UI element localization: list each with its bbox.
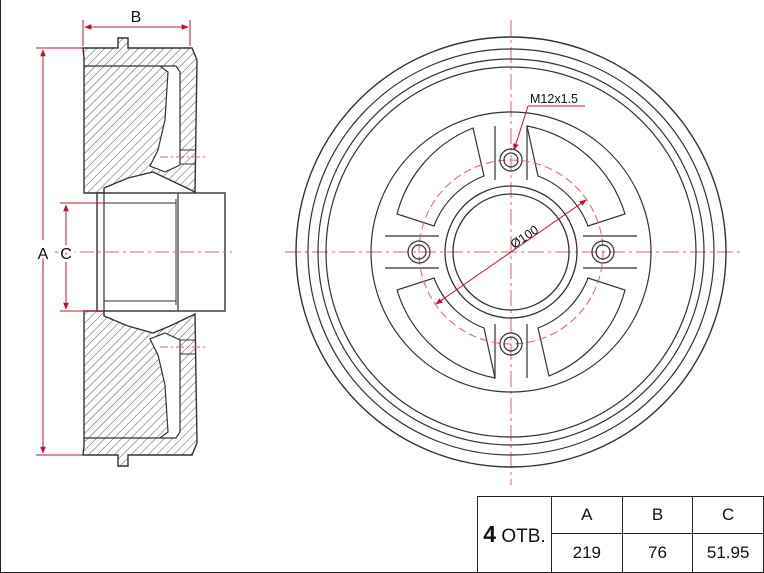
dim-c-label: C <box>60 246 72 263</box>
stud-hole-right <box>591 240 615 264</box>
pcd-dimension-line <box>435 199 587 305</box>
header-c: C <box>692 495 764 535</box>
spec-table-values-row: 219 76 51.95 <box>478 533 764 573</box>
dim-a-label: A <box>38 246 49 263</box>
value-b: 76 <box>621 533 694 573</box>
holes-unit: ОТВ. <box>501 526 546 547</box>
thread-leader <box>513 105 529 151</box>
spec-table-header-row: 4 ОТВ. A B C <box>477 495 764 573</box>
holes-count: 4 <box>483 521 497 547</box>
dim-b-label: B <box>131 9 142 26</box>
spec-table: 4 ОТВ. A B C 219 76 51.95 <box>477 495 764 573</box>
drum-ring-2 <box>307 48 715 456</box>
drum-spokes <box>385 126 637 378</box>
stud-hole-top <box>499 148 523 172</box>
header-a: A <box>551 495 623 535</box>
thread-label: M12x1.5 <box>530 92 578 106</box>
stud-hole-left <box>407 240 431 264</box>
header-b: B <box>621 495 694 535</box>
drum-outer-ring <box>295 36 727 468</box>
pcd-label: Ø100 <box>508 223 541 252</box>
dimension-lines <box>36 20 191 456</box>
stud-hole-bottom <box>499 332 523 356</box>
value-a: 219 <box>551 533 623 573</box>
holes-count-cell: 4 ОТВ. <box>477 496 552 573</box>
drum-ring-3 <box>317 58 705 446</box>
section-lower-inner <box>84 332 181 439</box>
drum-section-view <box>55 37 232 467</box>
value-c: 51.95 <box>692 533 764 573</box>
stud-holes <box>407 148 615 356</box>
section-upper-inner <box>84 65 181 173</box>
pcd-circle <box>418 159 604 345</box>
drum-ring-4 <box>325 66 697 438</box>
drum-ring-5 <box>370 111 652 393</box>
drum-front-view <box>285 20 740 485</box>
